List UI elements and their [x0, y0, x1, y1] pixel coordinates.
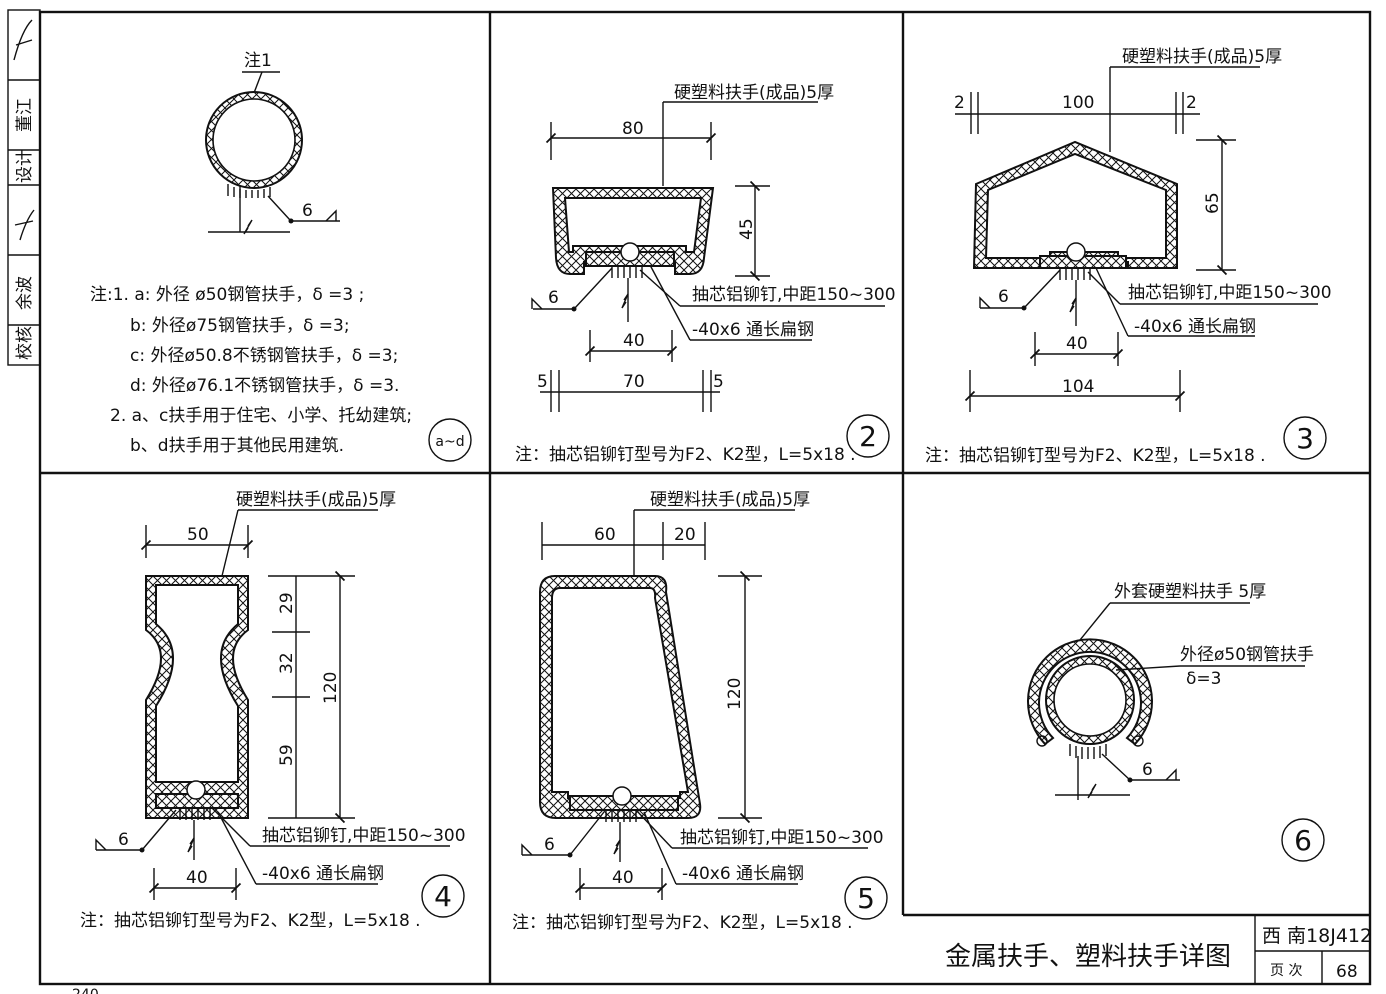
note-line-3: c: 外径ø50.8不锈钢管扶手，δ =3; [130, 346, 398, 366]
label-plastic-p5: 硬塑料扶手(成品)5厚 [650, 490, 810, 510]
note-rivet-p2: 注：抽芯铝铆钉型号为F2、K2型，L=5x18 . [515, 445, 856, 465]
dim-40-p5: 40 [612, 868, 634, 888]
dim-29-p4: 29 [277, 592, 297, 614]
dim-120-p5: 120 [725, 678, 745, 710]
label-rivet-p4: 抽芯铝铆钉,中距150~300 [262, 826, 466, 846]
role-check: 校核 [15, 326, 35, 360]
dim-2-left-p3: 2 [954, 93, 965, 113]
label-pipe-p6: 外径ø50钢管扶手 [1180, 645, 1314, 665]
dim-100-p3: 100 [1062, 93, 1094, 113]
note-rivet-p4: 注：抽芯铝铆钉型号为F2、K2型，L=5x18 . [80, 911, 421, 931]
dim-104-p3: 104 [1062, 377, 1094, 397]
note-rivet-p3: 注：抽芯铝铆钉型号为F2、K2型，L=5x18 . [925, 446, 1266, 466]
dim-40-p2: 40 [623, 331, 645, 351]
signature-mark [13, 19, 35, 241]
dim-5-right-p2: 5 [713, 372, 724, 392]
dim-120-p4: 120 [321, 672, 341, 704]
detail-badge-4: 4 [434, 880, 452, 913]
label-plastic-p2: 硬塑料扶手(成品)5厚 [674, 83, 834, 103]
weld-size-p3: 6 [998, 287, 1009, 307]
panel-4: 50 29 32 59 120 硬塑料扶手(成品)5厚 抽芯铝铆钉,中距150~… [80, 490, 466, 931]
label-rivet-p3: 抽芯铝铆钉,中距150~300 [1128, 283, 1332, 303]
note-line-5: 2. a、c扶手用于住宅、小学、托幼建筑; [110, 406, 412, 426]
weld-size-p2: 6 [548, 288, 559, 308]
dim-65-p3: 65 [1203, 192, 1223, 214]
page-number: 68 [1336, 962, 1358, 982]
weld-size-p4: 6 [118, 830, 129, 850]
detail-badge-3: 3 [1296, 422, 1314, 455]
label-steel-p5: -40x6 通长扁钢 [682, 864, 804, 884]
detail-badge-1: a~d [435, 434, 464, 450]
dim-5-left-p2: 5 [537, 372, 548, 392]
role-yubo: 余波 [15, 276, 35, 310]
label-plastic-p4: 硬塑料扶手(成品)5厚 [236, 490, 396, 510]
callout-note1: 注1 [244, 51, 272, 71]
dim-32-p4: 32 [277, 652, 297, 674]
dim-40-p4: 40 [186, 868, 208, 888]
side-column: 校核 余波 设计 董江 [7, 9, 41, 366]
label-rivet-p2: 抽芯铝铆钉,中距150~300 [692, 285, 896, 305]
note-rivet-p5: 注：抽芯铝铆钉型号为F2、K2型，L=5x18 . [512, 913, 853, 933]
stray-number: 240 [72, 987, 99, 994]
label-plastic-p3: 硬塑料扶手(成品)5厚 [1122, 47, 1282, 67]
label-steel-p4: -40x6 通长扁钢 [262, 864, 384, 884]
detail-badge-2: 2 [859, 420, 877, 453]
weld-size-p6: 6 [1142, 760, 1153, 780]
panel-2: 80 45 硬塑料扶手(成品)5厚 抽芯铝铆钉,中距150~300 -40x6 … [515, 83, 896, 465]
panel-6: 外套硬塑料扶手 5厚 外径ø50钢管扶手 δ=3 6 6 [1027, 582, 1325, 862]
panel-3: 2 100 2 65 硬塑料扶手(成品)5厚 抽芯铝铆钉,中距150~300 -… [925, 47, 1332, 466]
detail-badge-5: 5 [857, 882, 875, 915]
dim-50-p4: 50 [187, 525, 209, 545]
label-outer-plastic: 外套硬塑料扶手 5厚 [1114, 582, 1266, 602]
dim-60-p5: 60 [594, 525, 616, 545]
title-block: 金属扶手、塑料扶手详图 西 南18J412 页 次 68 [945, 925, 1372, 982]
dim-45: 45 [737, 218, 757, 240]
note-line-1: 注:1. a: 外径 ø50钢管扶手，δ =3 ; [90, 285, 364, 305]
panel-5: 60 20 120 硬塑料扶手(成品)5厚 抽芯铝铆钉,中距150~300 -4… [512, 490, 888, 933]
label-thickness-p6: δ=3 [1186, 669, 1221, 689]
dim-2-right-p3: 2 [1186, 93, 1197, 113]
role-design: 设计 [15, 149, 35, 183]
sheet-title: 金属扶手、塑料扶手详图 [945, 942, 1231, 972]
page-label: 页 次 [1270, 963, 1302, 979]
dim-59-p4: 59 [277, 744, 297, 766]
note-line-6: b、d扶手用于其他民用建筑. [130, 436, 344, 456]
dim-20-p5: 20 [674, 525, 696, 545]
note-line-2: b: 外径ø75钢管扶手，δ =3; [130, 316, 350, 336]
note-line-4: d: 外径ø76.1不锈钢管扶手，δ =3. [130, 376, 399, 396]
panel-1: 注1 6 注:1. a: 外径 ø50钢管扶手，δ =3 ; b: 外径ø75钢… [90, 51, 472, 462]
role-dongjiang: 董江 [15, 98, 35, 132]
label-rivet-p5: 抽芯铝铆钉,中距150~300 [680, 828, 884, 848]
sheet-frame [38, 10, 1372, 986]
label-steel-p2: -40x6 通长扁钢 [692, 320, 814, 340]
dim-70-p2: 70 [623, 372, 645, 392]
dim-80: 80 [622, 119, 644, 139]
label-steel-p3: -40x6 通长扁钢 [1134, 317, 1256, 337]
atlas-code: 西 南18J412 [1262, 925, 1372, 947]
weld-size-p1: 6 [302, 201, 313, 221]
weld-size-p5: 6 [544, 835, 555, 855]
plastic-sleeve [1027, 638, 1153, 746]
detail-badge-6: 6 [1294, 824, 1312, 857]
dim-40-p3: 40 [1066, 334, 1088, 354]
